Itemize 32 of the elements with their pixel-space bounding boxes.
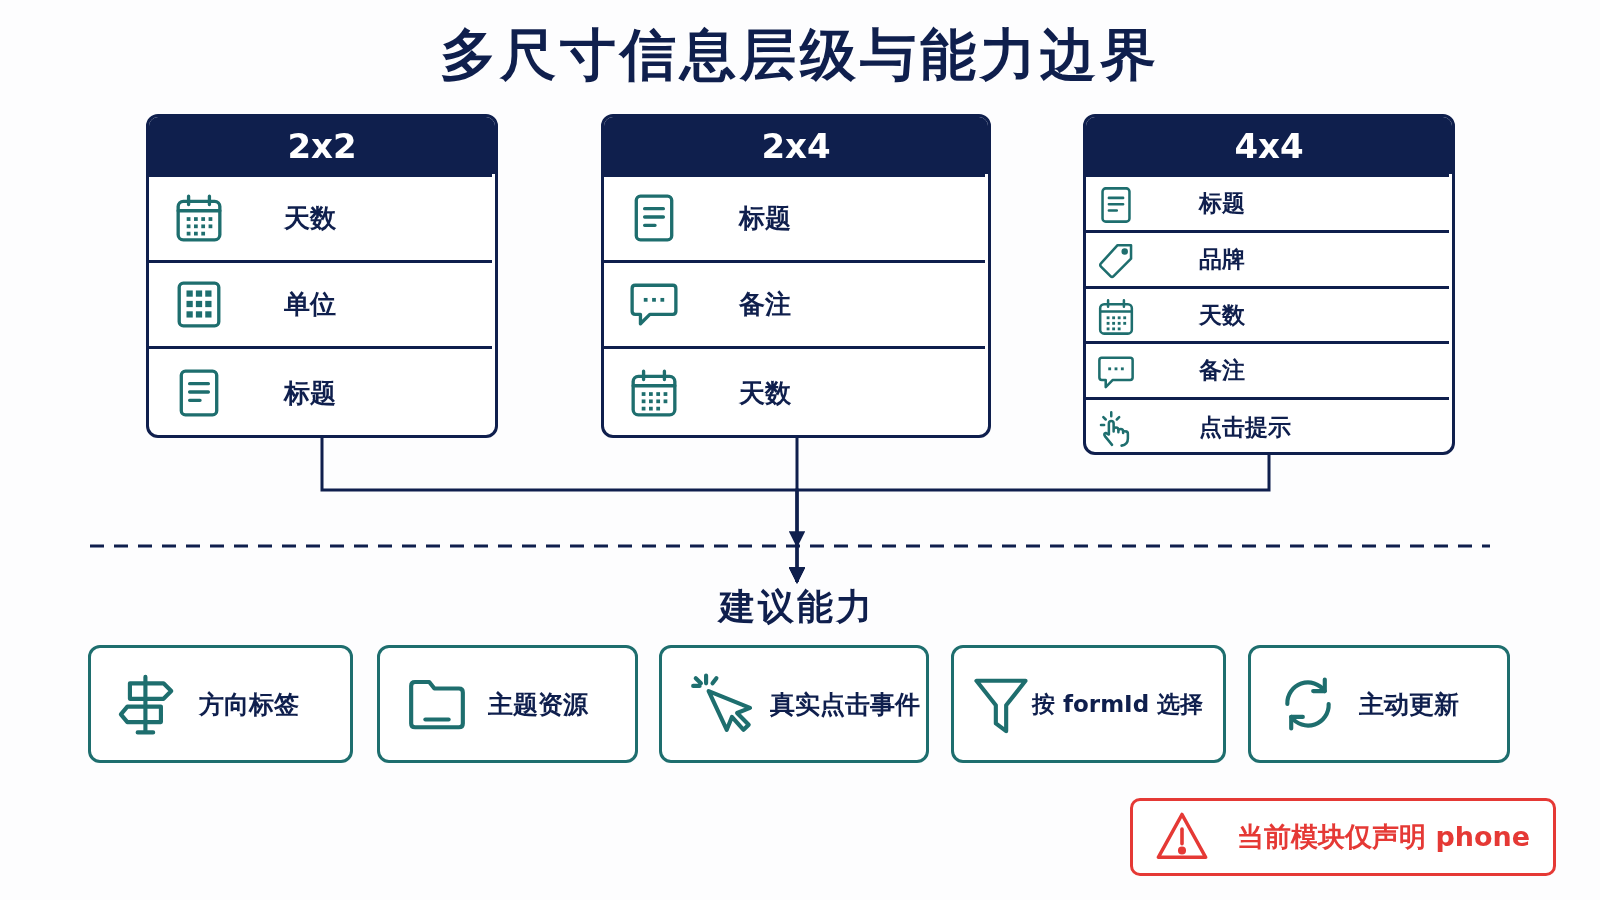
row-label: 天数 — [1199, 300, 1245, 330]
capability-box — [377, 645, 638, 763]
capability-label: 按 formId 选择 — [1032, 689, 1204, 719]
panel-card — [1083, 114, 1455, 455]
warning-text: 当前模块仅声明 phone — [1237, 820, 1531, 854]
panel-header: 2x2 — [149, 117, 495, 174]
panel-header: 4x4 — [1086, 117, 1452, 174]
panel-header: 2x4 — [604, 117, 988, 174]
capability-box — [88, 645, 353, 763]
section-heading: 建议能力 — [697, 582, 897, 632]
row-label: 标题 — [284, 377, 336, 410]
capability-box — [659, 645, 929, 763]
capability-label: 真实点击事件 — [770, 688, 920, 721]
capability-box — [951, 645, 1226, 763]
row-label: 点击提示 — [1199, 413, 1291, 442]
row-label: 单位 — [284, 288, 336, 321]
row-label: 品牌 — [1199, 245, 1245, 274]
panel-card — [146, 114, 498, 438]
row-label: 天数 — [284, 202, 336, 235]
warning-box — [1130, 798, 1556, 876]
capability-label: 方向标签 — [199, 688, 299, 721]
row-label: 备注 — [1199, 356, 1245, 385]
title: 多尺寸信息层级与能力边界 — [439, 21, 1161, 89]
row-label: 标题 — [1199, 189, 1245, 218]
capability-label: 主动更新 — [1359, 688, 1459, 721]
panel-card — [601, 114, 991, 438]
row-label: 天数 — [739, 377, 791, 410]
row-label: 备注 — [739, 288, 791, 321]
capability-label: 主题资源 — [488, 688, 588, 721]
row-label: 标题 — [739, 202, 791, 235]
connector-line — [320, 438, 806, 584]
capability-box — [1248, 645, 1510, 763]
